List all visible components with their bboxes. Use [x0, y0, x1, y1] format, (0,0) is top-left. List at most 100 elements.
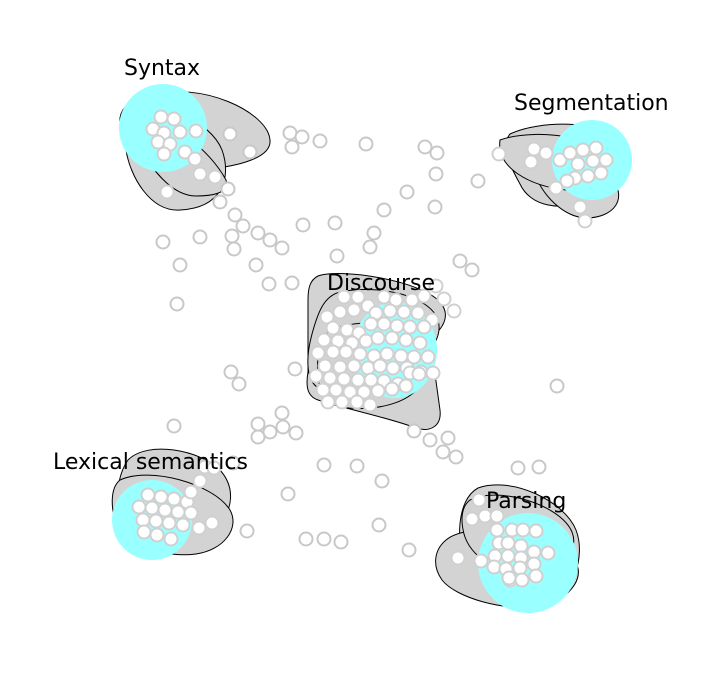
document-node	[166, 418, 182, 434]
document-node	[284, 139, 300, 155]
cluster-document-node	[464, 511, 480, 527]
document-node	[316, 531, 332, 547]
cluster-document-node	[538, 145, 554, 161]
document-node	[295, 217, 311, 233]
cluster-document-node	[428, 278, 444, 294]
cluster-document-node	[384, 330, 400, 346]
cluster-document-node	[500, 535, 516, 551]
document-node	[333, 534, 349, 550]
document-node	[429, 145, 445, 161]
document-node	[231, 376, 247, 392]
cluster-document-node	[350, 372, 366, 388]
cluster-document-node	[572, 199, 588, 215]
cluster-document-node	[436, 291, 452, 307]
cluster-document-node	[570, 156, 586, 172]
cluster-document-node	[308, 368, 324, 384]
cluster-document-node	[420, 349, 436, 365]
cluster-document-node	[192, 166, 208, 182]
cluster-labels: Syntax Segmentation Discourse Lexical se…	[53, 56, 669, 514]
document-node	[417, 139, 433, 155]
document-node	[366, 225, 382, 241]
cluster-document-node	[192, 473, 208, 489]
cluster-label-lexical-semantics: Lexical semantics	[53, 450, 248, 475]
cluster-document-node	[346, 358, 362, 374]
cluster-document-node	[416, 288, 432, 304]
cluster-document-node	[338, 344, 354, 360]
cluster-document-node	[204, 515, 220, 531]
cluster-document-node	[512, 560, 528, 576]
cluster-document-node	[339, 322, 355, 338]
document-node	[376, 202, 392, 218]
document-node	[275, 419, 291, 435]
cluster-document-node	[332, 304, 348, 320]
cluster-document-node	[523, 154, 539, 170]
document-node	[155, 234, 171, 250]
cluster-document-node	[593, 165, 609, 181]
document-node	[531, 459, 547, 475]
cluster-document-node	[410, 305, 426, 321]
document-node	[452, 253, 468, 269]
cluster-document-node	[372, 358, 388, 374]
cluster-document-node	[402, 319, 418, 335]
cluster-document-node	[396, 304, 412, 320]
cluster-document-node	[486, 559, 502, 575]
document-node	[327, 215, 343, 231]
document-node	[222, 126, 238, 142]
cluster-document-node	[157, 502, 173, 518]
document-node	[448, 449, 464, 465]
document-node	[239, 523, 255, 539]
cluster-label-syntax: Syntax	[124, 56, 200, 81]
document-node	[358, 136, 374, 152]
document-node	[399, 184, 415, 200]
document-node	[261, 276, 277, 292]
document-node	[226, 241, 242, 257]
cluster-document-node	[575, 142, 591, 158]
document-node	[225, 455, 241, 471]
document-node	[464, 262, 480, 278]
cluster-document-node	[384, 381, 400, 397]
cluster-document-node	[350, 289, 366, 305]
cluster-document-node	[489, 522, 505, 538]
cluster-document-node	[346, 302, 362, 318]
cluster-document-node	[540, 545, 556, 561]
document-node	[470, 173, 486, 189]
document-node	[274, 405, 290, 421]
document-node	[371, 517, 387, 533]
cluster-document-node	[144, 500, 160, 516]
cluster-document-node	[526, 556, 542, 572]
cluster-document-node	[473, 553, 489, 569]
document-node	[440, 430, 456, 446]
document-node	[298, 531, 314, 547]
cluster-document-node	[322, 370, 338, 386]
document-node	[262, 424, 278, 440]
cluster-document-node	[491, 146, 507, 162]
cluster-document-node	[411, 366, 427, 382]
cluster-document-node	[183, 505, 199, 521]
document-node	[549, 378, 565, 394]
document-node	[250, 416, 266, 432]
cluster-document-node	[159, 184, 175, 200]
cluster-document-node	[166, 111, 182, 127]
cluster-document-node	[166, 491, 182, 507]
cluster-document-node	[334, 394, 350, 410]
cluster-document-node	[325, 320, 341, 336]
document-node	[274, 240, 290, 256]
cluster-document-node	[153, 489, 169, 505]
document-node	[248, 257, 264, 273]
document-node	[242, 144, 258, 160]
document-node	[287, 361, 303, 377]
cluster-document-node	[136, 524, 152, 540]
document-node	[169, 296, 185, 312]
document-node	[510, 460, 526, 476]
cluster-document-node	[163, 531, 179, 547]
document-node	[288, 425, 304, 441]
cluster-document-node	[580, 168, 596, 184]
cluster-document-node	[425, 365, 441, 381]
cluster-document-node	[382, 303, 398, 319]
document-nodes	[131, 109, 614, 588]
document-node	[224, 228, 240, 244]
document-node	[401, 542, 417, 558]
document-node	[294, 129, 310, 145]
cluster-document-node	[172, 124, 188, 140]
document-node	[316, 457, 332, 473]
